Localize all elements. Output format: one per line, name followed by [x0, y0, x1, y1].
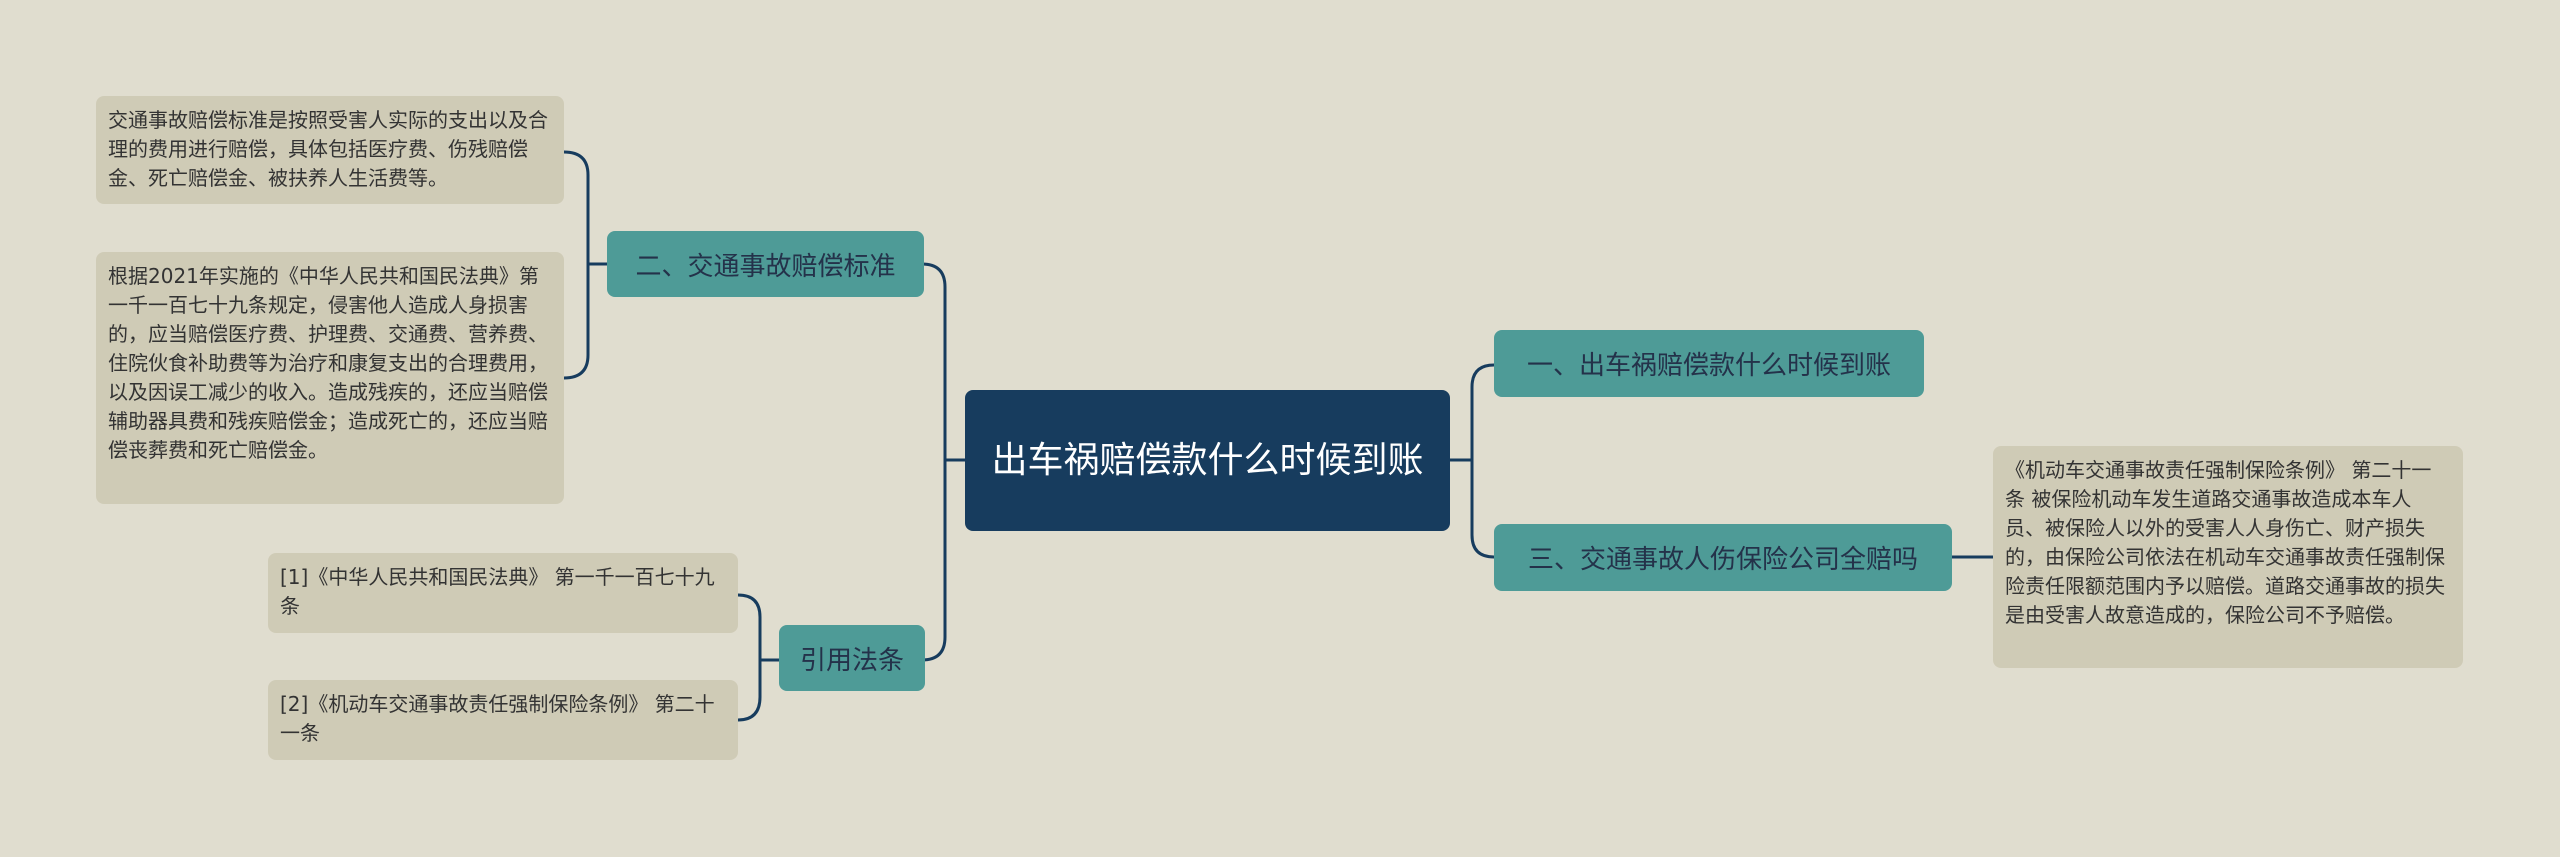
leaf-law-reference-1[interactable]: [1]《中华人民共和国民法典》 第一千一百七十九条: [268, 553, 738, 633]
leaf-standard-summary-text: 交通事故赔偿标准是按照受害人实际的支出以及合理的费用进行赔偿，具体包括医疗费、伤…: [108, 108, 548, 190]
branch-cited-laws[interactable]: 引用法条: [779, 625, 925, 691]
leaf-standard-summary[interactable]: 交通事故赔偿标准是按照受害人实际的支出以及合理的费用进行赔偿，具体包括医疗费、伤…: [96, 96, 564, 204]
leaf-law-reference-1-text: [1]《中华人民共和国民法典》 第一千一百七十九条: [280, 565, 715, 618]
root-topic-label: 出车祸赔偿款什么时候到账: [991, 439, 1424, 481]
leaf-law-reference-2[interactable]: [2]《机动车交通事故责任强制保险条例》 第二十一条: [268, 680, 738, 760]
branch-cited-laws-label: 引用法条: [799, 645, 904, 676]
branch-when-paid-label: 一、出车祸赔偿款什么时候到账: [1526, 351, 1891, 381]
leaf-insurance-regulation-text: 《机动车交通事故责任强制保险条例》 第二十一条 被保险机动车发生道路交通事故造成…: [2005, 458, 2445, 627]
leaf-civil-code-article[interactable]: 根据2021年实施的《中华人民共和国民法典》第一千一百七十九条规定，侵害他人造成…: [96, 252, 564, 504]
branch-insurance-full-pay-label: 三、交通事故人伤保险公司全赔吗: [1527, 545, 1918, 575]
branch-insurance-full-pay[interactable]: 三、交通事故人伤保险公司全赔吗: [1494, 524, 1952, 591]
leaf-law-reference-2-text: [2]《机动车交通事故责任强制保险条例》 第二十一条: [280, 692, 715, 745]
branch-compensation-standard-label: 二、交通事故赔偿标准: [635, 251, 896, 282]
branch-when-paid[interactable]: 一、出车祸赔偿款什么时候到账: [1494, 330, 1924, 397]
leaf-insurance-regulation[interactable]: 《机动车交通事故责任强制保险条例》 第二十一条 被保险机动车发生道路交通事故造成…: [1993, 446, 2463, 668]
branch-compensation-standard[interactable]: 二、交通事故赔偿标准: [607, 231, 924, 297]
root-topic[interactable]: 出车祸赔偿款什么时候到账: [965, 390, 1450, 531]
leaf-civil-code-article-text: 根据2021年实施的《中华人民共和国民法典》第一千一百七十九条规定，侵害他人造成…: [108, 264, 548, 462]
